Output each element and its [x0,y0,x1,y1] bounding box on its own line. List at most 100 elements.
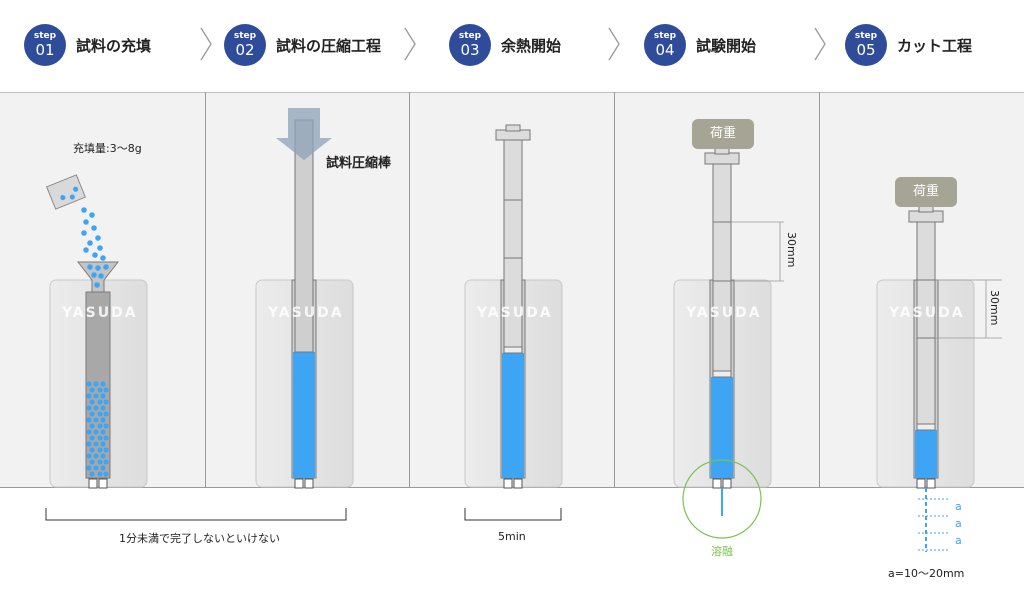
pellet [103,399,109,405]
falling-pellets [81,207,109,288]
melt-label: 溶融 [711,545,733,558]
pellet [97,399,103,405]
chevron-right-icon [200,27,212,61]
piston-cap [704,152,740,165]
piston-cap [908,210,944,223]
molten-sample [711,377,733,478]
step-number: 05 [856,41,876,59]
pellet [93,381,99,387]
step-number: 04 [655,41,675,59]
pellet [103,423,109,429]
step-title: 試料の圧縮工程 [276,36,382,55]
fill-amount-label: 充填量:3～8g [73,142,142,155]
pellet [100,405,106,411]
pellet [89,387,95,393]
time-bracket [464,508,562,521]
pellet [103,447,109,453]
distance-label: 30mm [785,232,798,268]
pellet [97,471,103,477]
pellet [103,471,109,477]
compression-rod-label: 試料圧縮棒 [326,156,392,171]
piston-top [505,124,521,132]
watermark-logo: YASUDA [268,305,344,321]
time-limit-note: 1分未満で完了しないといけない [119,532,280,545]
chevron-right-icon [814,27,826,61]
step-word: step [33,31,57,41]
piston-rod [916,221,936,425]
pellet [100,429,106,435]
cut-length-mark: a [955,517,962,530]
watermark-logo: YASUDA [889,305,965,321]
step-number: 03 [460,41,480,59]
pellet [89,423,95,429]
step-title: 試料の充填 [76,36,152,55]
pellet [93,453,99,459]
preheat-time-label: 5min [498,530,526,543]
piston-tip [916,423,936,431]
pellet [89,459,95,465]
packed-pellets [86,381,109,477]
panel-divider [819,92,820,488]
watermark-logo: YASUDA [62,305,138,321]
molten-sample [502,353,524,478]
pellet [93,417,99,423]
pellet [93,441,99,447]
orifice-die [88,478,108,489]
load-weight: 荷重 [895,177,957,207]
cut-length-mark: a [955,500,962,513]
pellet [103,387,109,393]
chevron-right-icon [404,27,416,61]
step-number: 02 [235,41,255,59]
panel-divider [205,92,206,488]
pellet [97,387,103,393]
step-word: step [233,31,257,41]
molten-sample [915,430,937,478]
panel-divider [409,92,410,488]
step-number: 01 [35,41,55,59]
funnel [76,261,120,293]
orifice-die [503,478,523,489]
pellet [97,459,103,465]
pellet [93,393,99,399]
range-bracket [45,508,347,521]
distance-marker [731,221,784,282]
distance-label: 30mm [988,290,1001,326]
step-word: step [653,31,677,41]
pellet [86,453,92,459]
step-title: 試験開始 [696,36,757,55]
watermark-logo: YASUDA [477,305,553,321]
pellet [86,417,92,423]
pellet [100,441,106,447]
molten-sample [293,352,315,478]
pellet [86,381,92,387]
press-arrow-icon [276,108,332,160]
watermark-logo: YASUDA [686,305,762,321]
pellet [89,399,95,405]
pellet [100,393,106,399]
chevron-right-icon [608,27,620,61]
orifice-die [712,478,732,489]
pellet [97,447,103,453]
orifice-die [294,478,314,489]
pellet [97,411,103,417]
pellet [97,435,103,441]
distance-marker [935,279,1002,339]
pellet [103,435,109,441]
cut-length-mark: a [955,534,962,547]
pellet [86,429,92,435]
pellet [103,411,109,417]
pellet [86,465,92,471]
sample-container [46,174,86,210]
pellet [100,417,106,423]
pellet [89,411,95,417]
step-word: step [854,31,878,41]
